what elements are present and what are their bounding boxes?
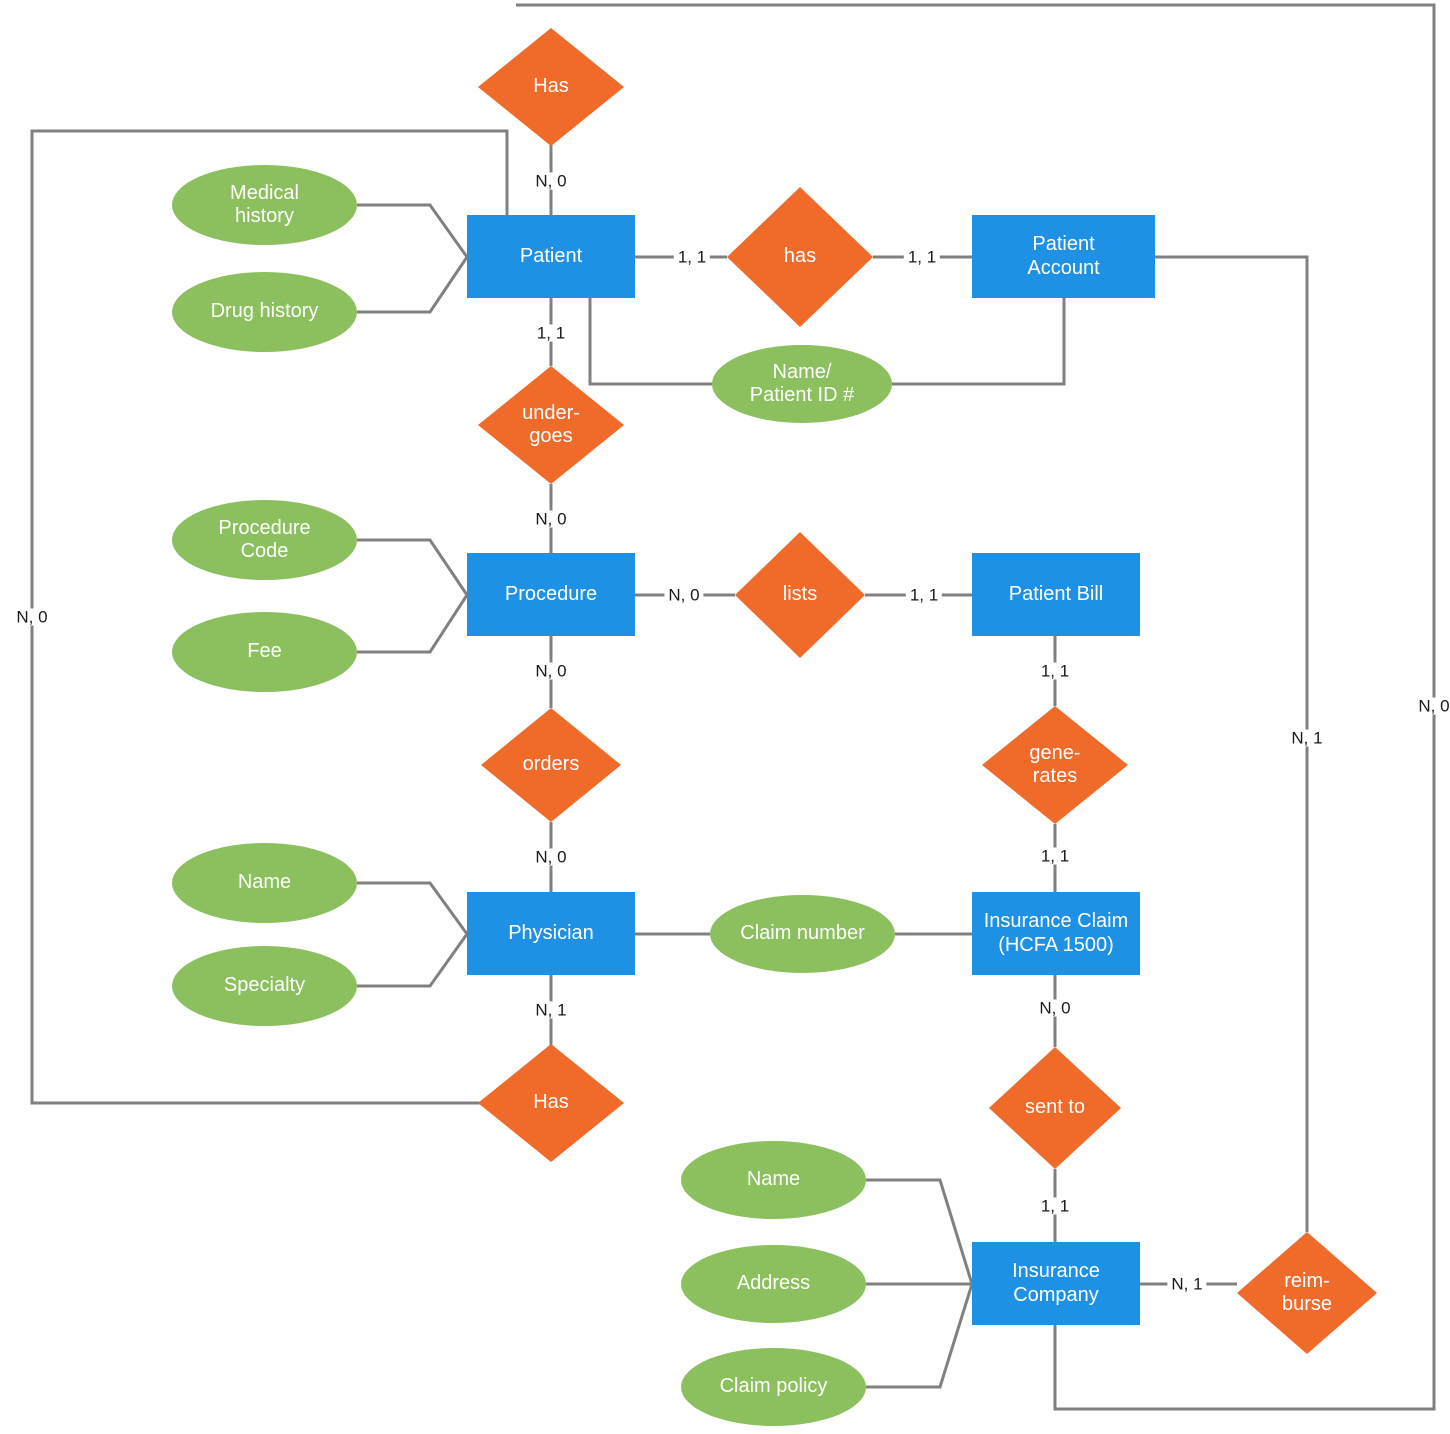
attribute-claim_policy[interactable]: Claim policy: [681, 1348, 866, 1426]
entity-insurance_company[interactable]: Insurance Company: [972, 1242, 1140, 1325]
diamond-shape: [478, 366, 624, 484]
attribute-medical_history[interactable]: Medical history: [172, 165, 357, 245]
cardinality-label-has_to_patient_account: 1, 1: [903, 248, 941, 266]
edge-outer-right-loop: [516, 3, 1436, 1411]
diamond-shape: [727, 187, 873, 327]
relationship-sent_to[interactable]: sent to: [989, 1047, 1121, 1169]
attribute-label: Fee: [247, 640, 282, 663]
cardinality-label-patient_to_undergoes: 1, 1: [532, 324, 570, 342]
edge-specialty-to-physician: [357, 933, 469, 988]
cardinality-label-sent_to_to_company: 1, 1: [1036, 1197, 1074, 1215]
attribute-physician_name[interactable]: Name: [172, 843, 357, 923]
cardinality-label-outer_right_N0: N, 0: [1414, 697, 1450, 715]
entity-label: Patient Account: [1027, 233, 1100, 279]
cardinality-label-procedure_to_orders: N, 0: [531, 662, 571, 680]
edge-medical-history-to-patient: [357, 203, 469, 258]
edge-insurer-name-to-company: [866, 1178, 974, 1285]
relationship-generates[interactable]: gene- rates: [982, 706, 1128, 824]
relationship-has_top[interactable]: Has: [478, 28, 624, 146]
edge-name-to-physician: [357, 881, 469, 935]
cardinality-label-procedure_to_lists: N, 0: [664, 586, 704, 604]
attribute-label: Claim number: [740, 922, 865, 945]
attribute-label: Drug history: [210, 300, 319, 323]
edge-patient-down-to-nameid: [588, 298, 712, 386]
attribute-label: Name: [746, 1168, 801, 1191]
attribute-name_patient_id[interactable]: Name/ Patient ID #: [712, 345, 892, 423]
attribute-label: Specialty: [223, 974, 306, 997]
relationship-undergoes[interactable]: under- goes: [478, 366, 624, 484]
edge-fee-to-procedure: [357, 594, 469, 654]
relationship-reimburse[interactable]: reim- burse: [1237, 1232, 1377, 1354]
entity-label: Physician: [508, 921, 594, 944]
entity-patient_account[interactable]: Patient Account: [972, 215, 1155, 298]
attribute-procedure_code[interactable]: Procedure Code: [172, 500, 357, 580]
entity-patient[interactable]: Patient: [467, 215, 635, 298]
diamond-shape: [481, 708, 621, 822]
cardinality-label-patient_to_has: 1, 1: [673, 248, 711, 266]
edge-procedure-code-to-procedure: [357, 538, 469, 596]
entity-label: Procedure: [504, 582, 598, 605]
attribute-label: Address: [736, 1272, 811, 1295]
cardinality-label-orders_to_physician: N, 0: [531, 848, 571, 866]
entity-patient_bill[interactable]: Patient Bill: [972, 553, 1140, 636]
attribute-fee[interactable]: Fee: [172, 612, 357, 692]
cardinality-label-lists_to_patient_bill: 1, 1: [905, 586, 943, 604]
relationship-lists[interactable]: lists: [735, 532, 865, 658]
cardinality-label-undergoes_to_procedure: N, 0: [531, 510, 571, 528]
edge-account-right-down-to-reimburse: [1155, 255, 1309, 1232]
attribute-label: Procedure Code: [218, 516, 311, 562]
attribute-label: Name: [237, 871, 292, 894]
diamond-shape: [478, 28, 624, 146]
cardinality-label-account_down_N1: N, 1: [1287, 729, 1327, 747]
cardinality-label-outer_left_N0: N, 0: [12, 608, 52, 626]
edge-drug-history-to-patient: [357, 256, 469, 314]
attribute-insurer_name[interactable]: Name: [681, 1141, 866, 1219]
cardinality-label-generates_to_claim: 1, 1: [1036, 847, 1074, 865]
entity-procedure[interactable]: Procedure: [467, 553, 635, 636]
entity-label: Patient Bill: [1008, 582, 1104, 605]
attribute-label: Medical history: [230, 181, 299, 227]
relationship-orders[interactable]: orders: [481, 708, 621, 822]
attribute-specialty[interactable]: Specialty: [172, 946, 357, 1026]
entity-label: Insurance Company: [1012, 1260, 1100, 1306]
edge-outer-left-loop-has-top: [30, 129, 509, 1105]
diamond-shape: [735, 532, 865, 658]
relationship-has_middle[interactable]: has: [727, 187, 873, 327]
cardinality-label-has_top_to_patient: N, 0: [531, 172, 571, 190]
entity-label: Patient: [519, 244, 583, 267]
attribute-insurer_address[interactable]: Address: [681, 1245, 866, 1323]
edge-account-bottom-to-nameid: [892, 298, 1066, 386]
diamond-shape: [982, 706, 1128, 824]
entity-insurance_claim[interactable]: Insurance Claim (HCFA 1500): [972, 892, 1140, 975]
attribute-claim_number[interactable]: Claim number: [710, 895, 895, 973]
edge-claim-policy-to-company: [866, 1283, 974, 1389]
diamond-shape: [989, 1047, 1121, 1169]
attribute-label: Name/ Patient ID #: [749, 360, 855, 406]
diamond-shape: [478, 1044, 624, 1162]
attribute-drug_history[interactable]: Drug history: [172, 272, 357, 352]
relationship-has_bottom[interactable]: Has: [478, 1044, 624, 1162]
entity-physician[interactable]: Physician: [467, 892, 635, 975]
entity-label: Insurance Claim (HCFA 1500): [983, 910, 1129, 956]
cardinality-label-company_to_reimburse: N, 1: [1167, 1275, 1207, 1293]
cardinality-label-claim_to_sent_to: N, 0: [1035, 999, 1075, 1017]
diamond-shape: [1237, 1232, 1377, 1354]
cardinality-label-patient_bill_to_generates: 1, 1: [1036, 662, 1074, 680]
attribute-label: Claim policy: [719, 1375, 828, 1398]
cardinality-label-physician_to_has_bottom: N, 1: [531, 1001, 571, 1019]
